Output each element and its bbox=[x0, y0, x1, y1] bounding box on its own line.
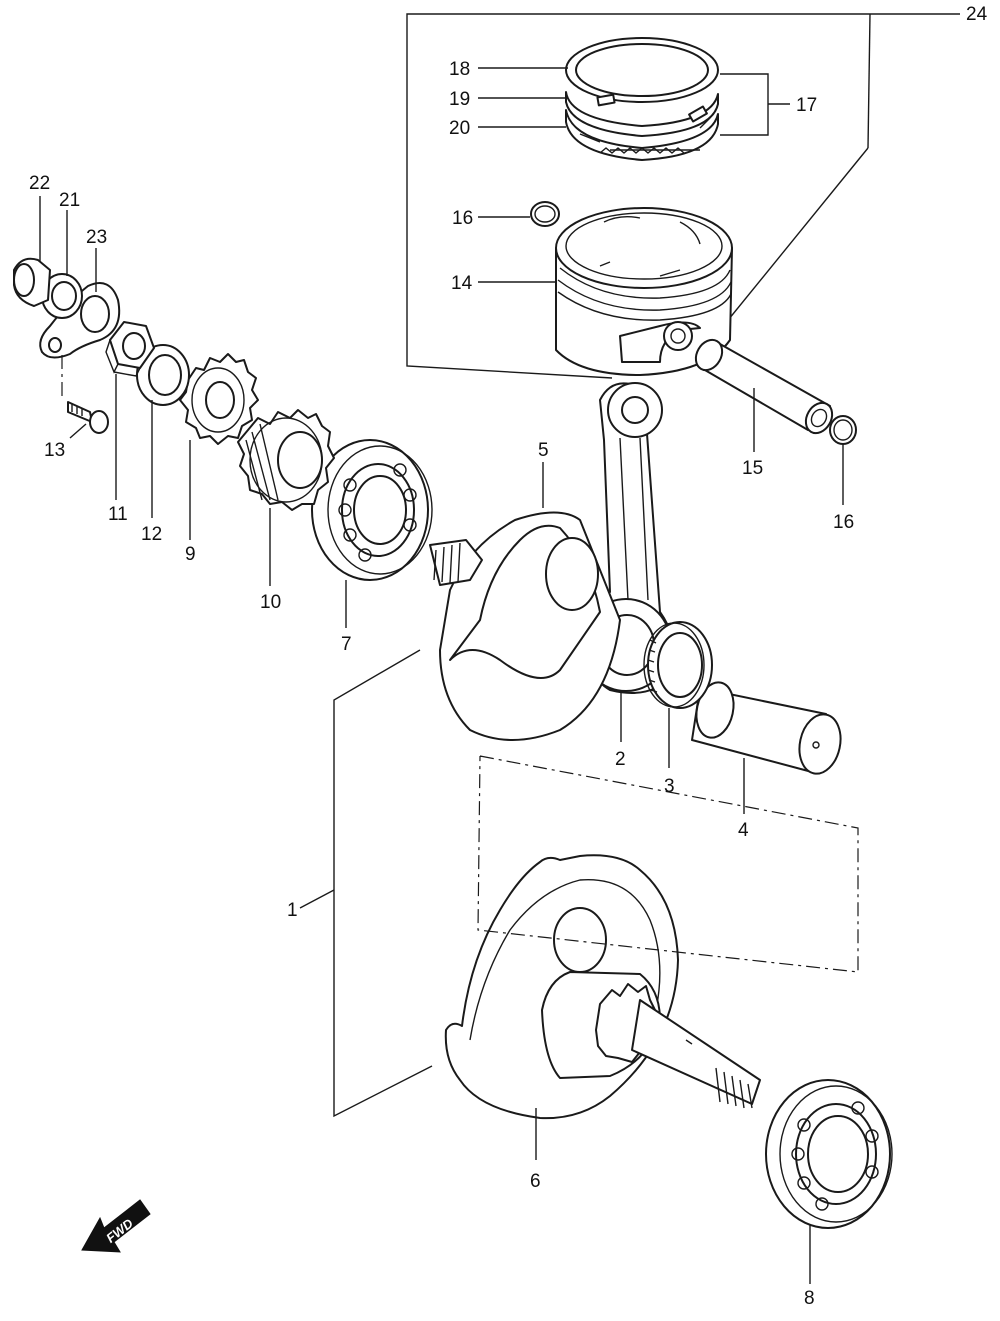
special-bolt bbox=[13, 257, 51, 307]
callout-8: 8 bbox=[804, 1288, 815, 1309]
crank-half-lower bbox=[444, 854, 761, 1120]
crank-web-upper bbox=[429, 511, 621, 741]
piston-kit-frame bbox=[406, 13, 960, 379]
callout-18: 18 bbox=[449, 59, 470, 80]
callout-17: 17 bbox=[796, 95, 817, 116]
callout-labels: 24 18 19 20 17 16 14 15 16 5 2 3 4 7 10 … bbox=[29, 4, 988, 1309]
callout-14: 14 bbox=[451, 273, 473, 294]
callout-3: 3 bbox=[664, 776, 675, 797]
callout-21: 21 bbox=[59, 190, 80, 211]
gear-small bbox=[179, 353, 259, 445]
callout-24: 24 bbox=[966, 4, 988, 25]
hex-nut bbox=[105, 321, 155, 377]
washer bbox=[136, 344, 190, 406]
bracket-1 bbox=[299, 649, 433, 1118]
needle-bearing bbox=[643, 621, 713, 709]
callout-16-upper: 16 bbox=[452, 208, 473, 229]
callout-22: 22 bbox=[29, 173, 50, 194]
callout-10: 10 bbox=[260, 592, 281, 613]
piston-pin bbox=[694, 338, 834, 435]
forward-arrow-icon: FWD bbox=[81, 1199, 151, 1253]
piston-rings bbox=[565, 37, 719, 161]
crank-pin bbox=[691, 681, 842, 775]
callout-13: 13 bbox=[44, 440, 65, 461]
piston bbox=[555, 207, 733, 376]
ball-bearing-left bbox=[311, 439, 433, 581]
callout-20: 20 bbox=[449, 118, 470, 139]
leader-lines bbox=[39, 67, 844, 1284]
callout-23: 23 bbox=[86, 227, 107, 248]
callout-6: 6 bbox=[530, 1171, 541, 1192]
callout-4: 4 bbox=[738, 820, 749, 841]
callout-11: 11 bbox=[108, 504, 128, 525]
seal-washer bbox=[41, 273, 83, 319]
callout-15: 15 bbox=[742, 458, 763, 479]
callout-19: 19 bbox=[449, 89, 470, 110]
lock-plate bbox=[39, 282, 121, 359]
callout-5: 5 bbox=[538, 440, 549, 461]
callout-1: 1 bbox=[287, 900, 298, 921]
callout-16-lower: 16 bbox=[833, 512, 854, 533]
gear-large bbox=[237, 409, 335, 511]
screw bbox=[67, 401, 109, 434]
callout-2: 2 bbox=[615, 749, 626, 770]
callout-12: 12 bbox=[141, 524, 162, 545]
ball-bearing-right bbox=[765, 1079, 893, 1229]
callout-7: 7 bbox=[341, 634, 352, 655]
callout-9: 9 bbox=[185, 544, 196, 565]
assembly-outline bbox=[477, 755, 859, 973]
